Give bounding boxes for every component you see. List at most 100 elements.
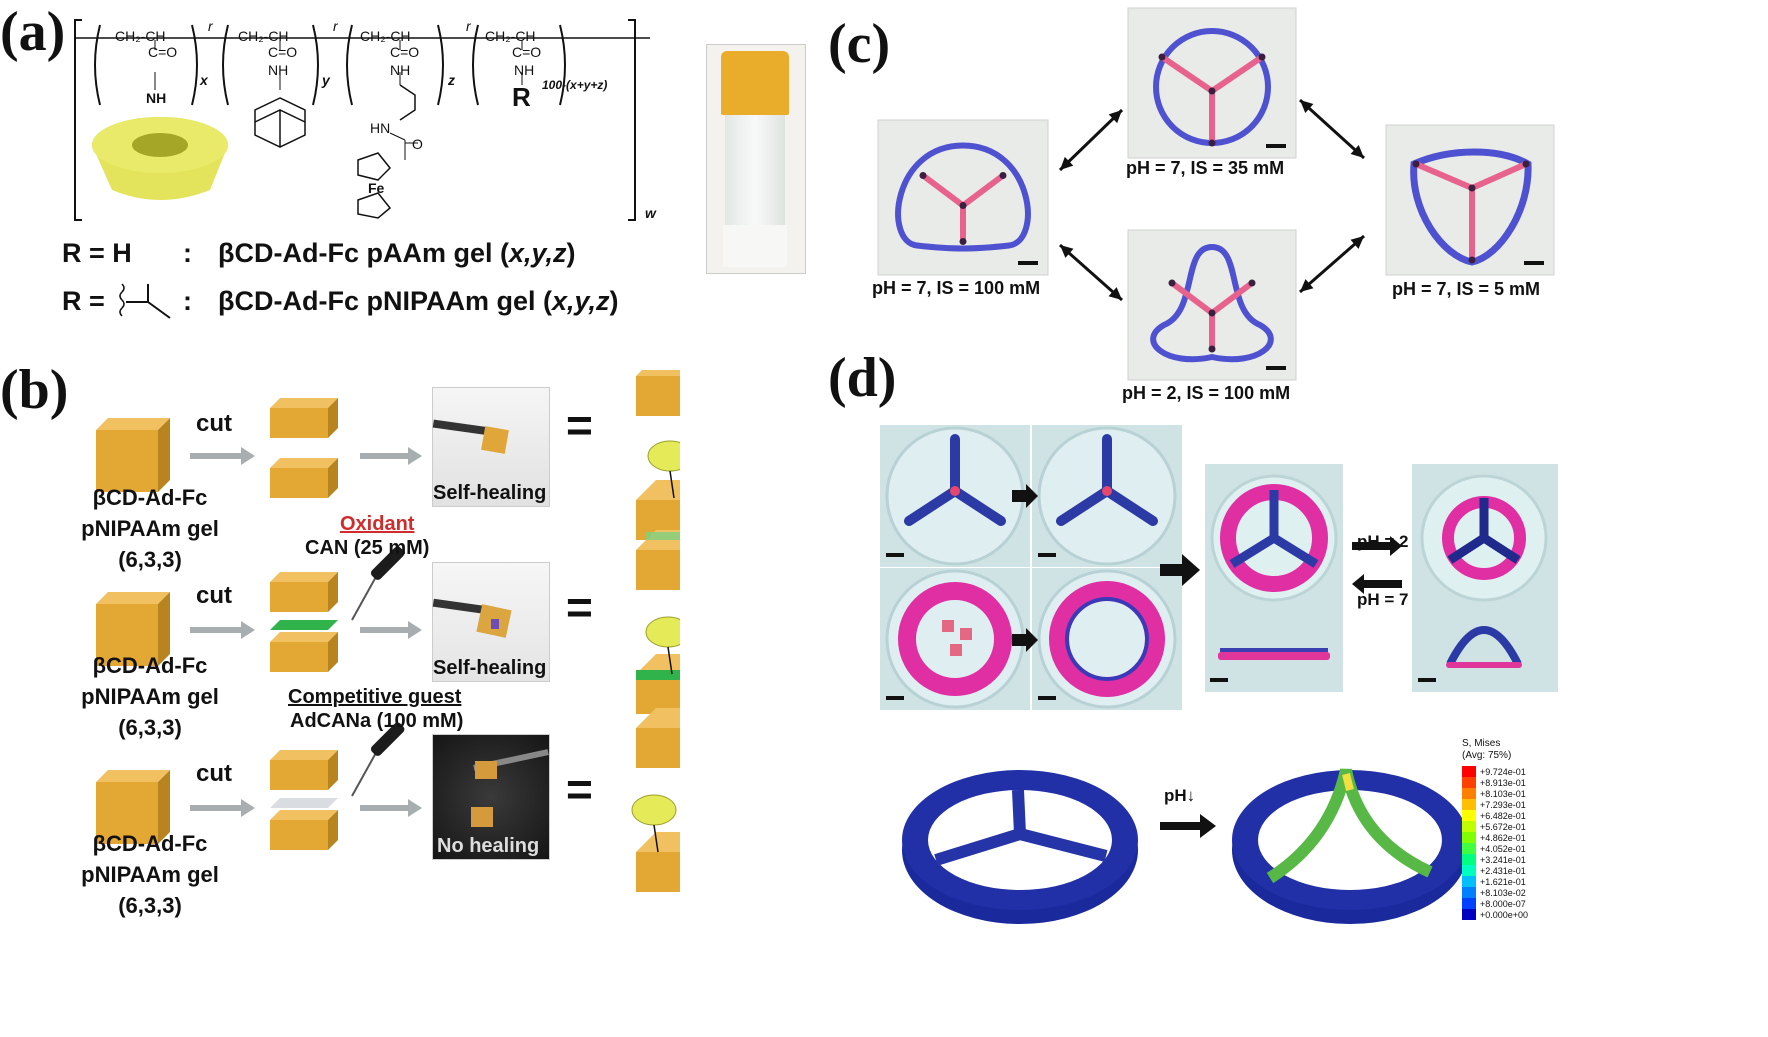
pipette-body-2 [370, 722, 405, 756]
row2-half-bottom [270, 632, 338, 672]
assembly-arrow [1160, 554, 1200, 586]
pink-spoke-1 [920, 172, 966, 209]
pink-spoke-1 [1169, 280, 1215, 316]
m1-carbonyl: C=O [148, 44, 178, 60]
blue-arm-3 [1102, 486, 1158, 526]
gel-vial-photo [706, 44, 806, 274]
panel-b-letter: (b) [0, 359, 69, 421]
pink-ring [898, 582, 1012, 696]
joint-2 [999, 172, 1007, 179]
panel-d-photos [880, 425, 1558, 710]
m2-backbone: CH₂-CH [238, 28, 289, 44]
row2-slab-green-bottom [636, 670, 680, 680]
pink-spoke-1 [1413, 161, 1475, 191]
m3-carbonyl2: O [412, 136, 423, 152]
fea-legend-value: +8.103e-02 [1480, 887, 1526, 898]
row2-heal-arrow [360, 621, 422, 639]
dish-assembled-ring [1032, 568, 1182, 710]
m2-amine: NH [268, 62, 289, 78]
fea-legend-value: +4.862e-01 [1480, 832, 1526, 843]
row1-equals: = [566, 399, 593, 451]
blue-arm-2 [904, 486, 960, 526]
dish-rings-with-cubes [880, 568, 1030, 710]
side-view-buckled [1446, 626, 1522, 666]
row3-reagent-title: Competitive guest [288, 686, 462, 708]
scale-bar [1038, 553, 1056, 557]
blue-arm-2 [1056, 486, 1112, 526]
m3-metal: Fe [368, 180, 385, 196]
condition-left: pH = 7, IS = 100 mM [872, 278, 1041, 298]
fea-buckled-arms [1266, 768, 1433, 884]
photo-ph2-is100 [1127, 229, 1297, 381]
fea-legend-swatch [1462, 788, 1476, 799]
row2-photo: Self-healing [432, 562, 550, 682]
fea-legend-swatch [1462, 865, 1476, 876]
scale-bar [1266, 144, 1286, 148]
joint-1 [1412, 160, 1420, 168]
joint-2 [1258, 53, 1266, 61]
pink-ring [1049, 581, 1165, 697]
row3-reagent: AdCANa (100 mM) [290, 710, 464, 732]
legend-pAAm: βCD-Ad-Fc pAAm gel (x,y,z) [218, 238, 576, 268]
joint-2 [1522, 160, 1530, 168]
fea-legend-value: +8.000e-07 [1480, 898, 1526, 909]
m2-carbonyl: C=O [268, 44, 298, 60]
m3-amine2: HN [370, 120, 391, 136]
fea-legend-value: +5.672e-01 [1480, 821, 1526, 832]
hub [1208, 87, 1216, 95]
row1-cut-label: cut [196, 410, 232, 437]
photo-ph7-is5 [1385, 124, 1555, 276]
fea-legend-row: +8.913e-01 [1462, 777, 1572, 788]
fea-legend-swatch [1462, 887, 1476, 898]
fea-legend-swatch [1462, 832, 1476, 843]
fea-arm-2 [934, 828, 1022, 866]
joint-3 [959, 238, 967, 245]
fea-undeformed [902, 770, 1138, 924]
blue-ring [895, 142, 1031, 252]
m1-amine: NH [146, 90, 167, 106]
gel-cube-2 [960, 628, 972, 640]
blue-inner-ring [1065, 597, 1149, 681]
fea-deformed [1232, 768, 1468, 924]
row1-half-bottom [270, 458, 338, 498]
fea-legend-row: +4.862e-01 [1462, 832, 1572, 843]
row2-cut-arrow [190, 621, 255, 639]
m1-backbone: CH₂-CH [115, 28, 166, 44]
fea-legend-title: S, Mises(Avg: 75%) [1462, 738, 1512, 761]
fea-legend-swatch [1462, 821, 1476, 832]
fea-legend-row: +8.000e-07 [1462, 898, 1572, 909]
fea-legend-value: +8.103e-01 [1480, 788, 1526, 799]
fea-legend-row: +9.724e-01 [1462, 766, 1572, 777]
side-view-flat [1218, 652, 1330, 660]
pink-spoke-1 [1159, 54, 1215, 94]
joint-3 [1208, 345, 1216, 353]
joint-3 [1468, 256, 1476, 264]
equilibrium-arrow-3 [1059, 243, 1123, 302]
panel-a-structure [74, 19, 650, 221]
fea-arm-1 [1012, 789, 1026, 835]
ph-arrow-forward [1352, 536, 1402, 556]
legend-r-h: R = H [62, 238, 132, 268]
ph-back-label: pH = 7 [1357, 590, 1409, 609]
fea-legend-value: +8.913e-01 [1480, 777, 1526, 788]
pink-hub [950, 486, 960, 496]
cd-host-5 [631, 794, 677, 826]
fea-legend-swatch [1462, 777, 1476, 788]
m3-amine: NH [390, 62, 411, 78]
blue-ring [1410, 148, 1532, 266]
fea-legend-row: +8.103e-02 [1462, 887, 1572, 898]
blue-arm-3 [1481, 534, 1521, 564]
m2-subscript: y [322, 72, 330, 88]
row3-half-bottom [270, 810, 338, 850]
panel-c-photos [877, 7, 1555, 381]
scale-bar [1418, 678, 1436, 682]
fea-legend-swatch [1462, 854, 1476, 865]
cd-host-3 [645, 616, 680, 648]
fea-legend-swatch [1462, 876, 1476, 887]
row2-oxidant-face [270, 620, 338, 630]
joint-1 [919, 172, 927, 179]
joint-1 [1168, 279, 1176, 287]
fea-legend-swatch [1462, 810, 1476, 821]
